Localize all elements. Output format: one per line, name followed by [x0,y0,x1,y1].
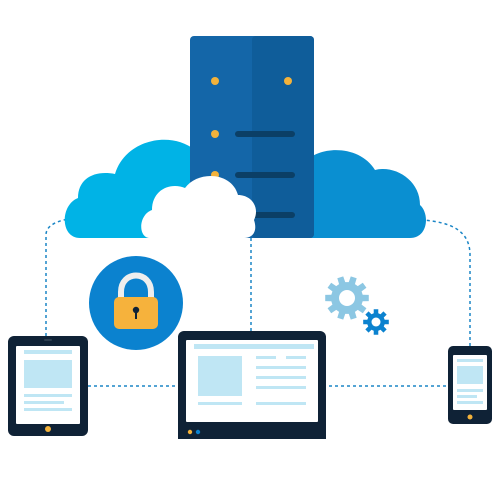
laptop-indicator [195,429,201,435]
gear-small [363,309,389,335]
tablet-screen-bar [24,350,72,354]
laptop-screen-image [198,356,242,396]
cloud-icon [305,150,426,238]
lock-keyhole-slot [135,311,137,319]
phone-screen-image [457,366,483,384]
laptop-screen-line [256,366,306,369]
tablet-home-button [45,426,51,432]
laptop-screen-line [286,356,306,359]
lock-keyhole [132,306,140,314]
phone-screen-line [457,395,477,398]
laptop-indicator [187,429,193,435]
phone-screen-line [457,401,483,404]
tablet-screen-line [24,408,72,411]
cloud-small [141,175,257,238]
laptop-screen-line [198,402,242,405]
smartphone-icon [448,346,492,424]
tablet-screen-line [24,401,64,404]
server-led [284,77,292,85]
laptop-screen-line [256,402,306,405]
cloud-right [305,150,426,238]
gear-large [325,276,369,320]
phone-screen-bar [457,359,483,362]
tablet-screen-image [24,360,72,388]
tablet-screen-line [24,394,72,397]
tablet-camera [44,339,52,341]
gear-icon [325,276,389,335]
laptop-screen-line [256,356,276,359]
padlock-icon [89,256,183,350]
laptop-screen-line [256,386,306,389]
tablet-icon [8,336,88,436]
server-led [211,130,219,138]
laptop-icon [178,331,326,439]
lock-shackle [118,272,154,304]
phone-home-button [467,414,473,420]
laptop-screen-line [256,376,306,379]
gear-hole [339,290,355,306]
gear-hole [371,317,381,327]
phone-screen-line [457,389,483,392]
server-slot [235,131,295,137]
server-led [211,77,219,85]
cloud-icon [141,175,257,238]
server-slot [235,172,295,178]
laptop-base [178,425,326,439]
laptop-screen-bar [194,344,314,349]
